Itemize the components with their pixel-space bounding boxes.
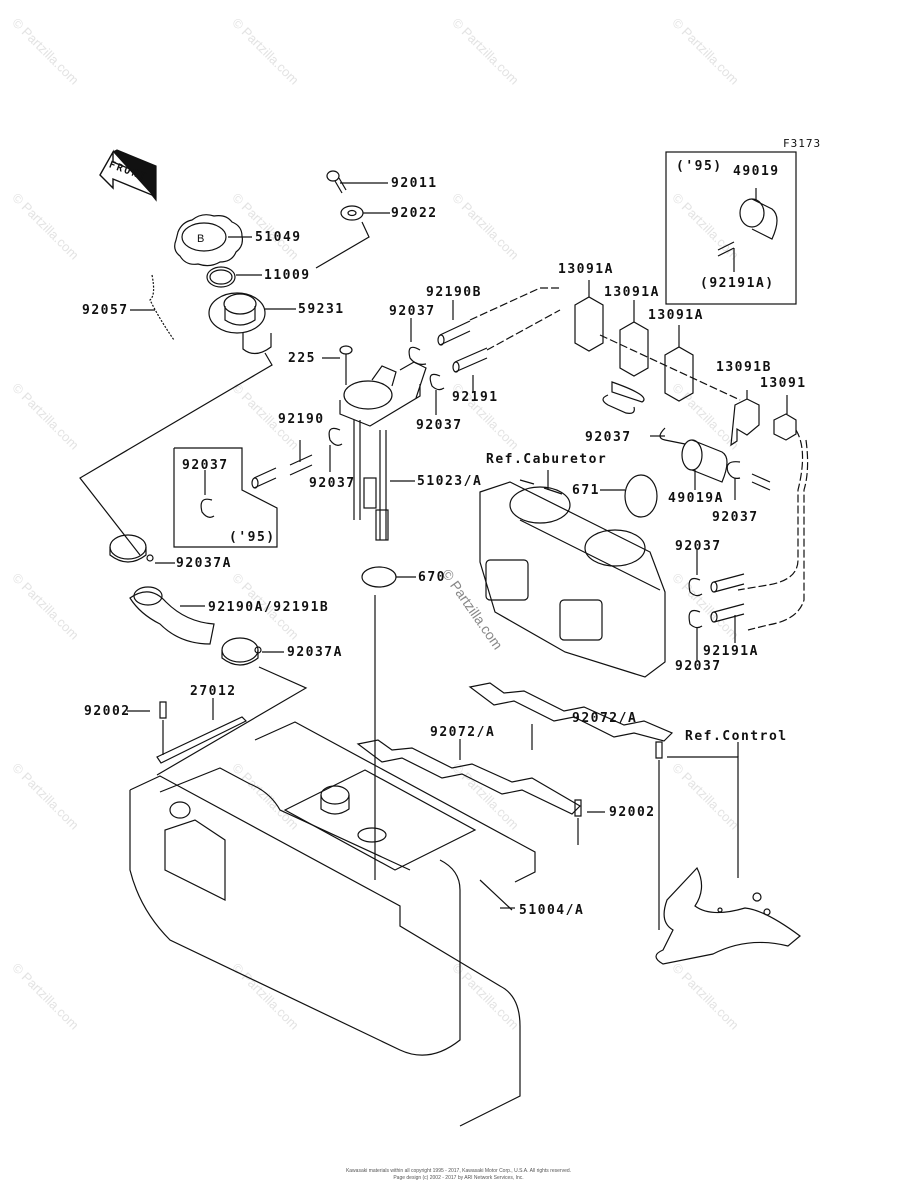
carburetor-assembly [479, 470, 666, 678]
control-plate [655, 866, 801, 965]
copyright-line-1: Kawasaki materials within all copyright … [345, 1168, 572, 1174]
callout-51004A[interactable]: 51004/A [519, 903, 585, 918]
callout-51049[interactable]: 51049 [255, 230, 302, 245]
callout-92002-a[interactable]: 92002 [84, 704, 131, 719]
clips-92037 [328, 318, 445, 472]
callout-92037-g[interactable]: 92037 [675, 659, 722, 674]
inset-box-95-filter [665, 151, 797, 305]
bracket-27012 [127, 698, 248, 764]
callout-92072A-b[interactable]: 92072/A [572, 711, 638, 726]
svg-text:B: B [197, 233, 204, 245]
callout-13091A-b[interactable]: 13091A [604, 285, 660, 300]
callout-13091A-c[interactable]: 13091A [648, 308, 704, 323]
inset-note-95-top: ('95) [676, 159, 723, 174]
callout-13091A-a[interactable]: 13091A [558, 262, 614, 277]
bolts-92002 [574, 741, 739, 930]
callout-92037-c[interactable]: 92037 [309, 476, 356, 491]
hose-clamps-13091B [730, 390, 809, 631]
copyright-line-2: Page design (c) 2002 - 2017 by ARI Netwo… [393, 1175, 524, 1181]
fuel-cock-51023 [322, 345, 427, 541]
front-arrow-icon [99, 149, 157, 202]
callout-92037-d[interactable]: 92037 [585, 430, 632, 445]
lower-right-clips [688, 550, 745, 660]
strap-92057 [130, 274, 175, 341]
hoses [251, 287, 561, 489]
callout-92190B[interactable]: 92190B [426, 285, 482, 300]
callout-671[interactable]: 671 [572, 483, 600, 498]
bolt-92011 [326, 170, 388, 194]
callout-11009[interactable]: 11009 [264, 268, 311, 283]
callout-92190[interactable]: 92190 [278, 412, 325, 427]
callout-92190A-92191B[interactable]: 92190A/92191B [208, 600, 330, 615]
callout-49019A[interactable]: 49019A [668, 491, 724, 506]
fuel-tank-51004A [129, 721, 536, 1127]
filler-neck-59231 [79, 292, 296, 556]
callout-92037-inset[interactable]: 92037 [182, 458, 229, 473]
inset-note-95: ('95) [229, 530, 276, 545]
ref-control[interactable]: Ref.Control [685, 729, 788, 744]
callout-92057[interactable]: 92057 [82, 303, 129, 318]
callout-13091[interactable]: 13091 [760, 376, 807, 391]
figure-id: F3173 [783, 137, 822, 150]
callout-92037-b[interactable]: 92037 [416, 418, 463, 433]
callout-92191A[interactable]: 92191A [703, 644, 759, 659]
callout-92037A-a[interactable]: 92037A [176, 556, 232, 571]
callout-49019[interactable]: 49019 [733, 164, 780, 179]
callout-51023A[interactable]: 51023/A [417, 474, 483, 489]
callout-92037-e[interactable]: 92037 [712, 510, 759, 525]
hose-clamps-13091A [574, 280, 741, 402]
callout-92011[interactable]: 92011 [391, 176, 438, 191]
callout-92072A-a[interactable]: 92072/A [430, 725, 496, 740]
callout-92191[interactable]: 92191 [452, 390, 499, 405]
callout-13091B[interactable]: 13091B [716, 360, 772, 375]
gasket-11009 [206, 266, 262, 288]
washer-92022 [315, 205, 390, 269]
hose-clamp-92037A [109, 534, 308, 776]
callout-27012[interactable]: 27012 [190, 684, 237, 699]
callout-92037A-b[interactable]: 92037A [287, 645, 343, 660]
fuel-cap-51049: B [174, 214, 252, 267]
fuel-filter-49019A [602, 381, 771, 500]
callout-92191A-paren[interactable]: (92191A) [700, 276, 775, 291]
callout-92022[interactable]: 92022 [391, 206, 438, 221]
callout-92002-b[interactable]: 92002 [609, 805, 656, 820]
straps-92072A [356, 682, 674, 815]
gasket-670 [361, 566, 416, 880]
callout-225[interactable]: 225 [288, 351, 316, 366]
callout-670[interactable]: 670 [418, 570, 446, 585]
inset-box-95-clip [173, 447, 278, 548]
gasket-671 [600, 474, 658, 518]
callout-92037-f[interactable]: 92037 [675, 539, 722, 554]
ref-carburetor[interactable]: Ref.Caburetor [486, 452, 608, 467]
callout-59231[interactable]: 59231 [298, 302, 345, 317]
callout-92037-a[interactable]: 92037 [389, 304, 436, 319]
